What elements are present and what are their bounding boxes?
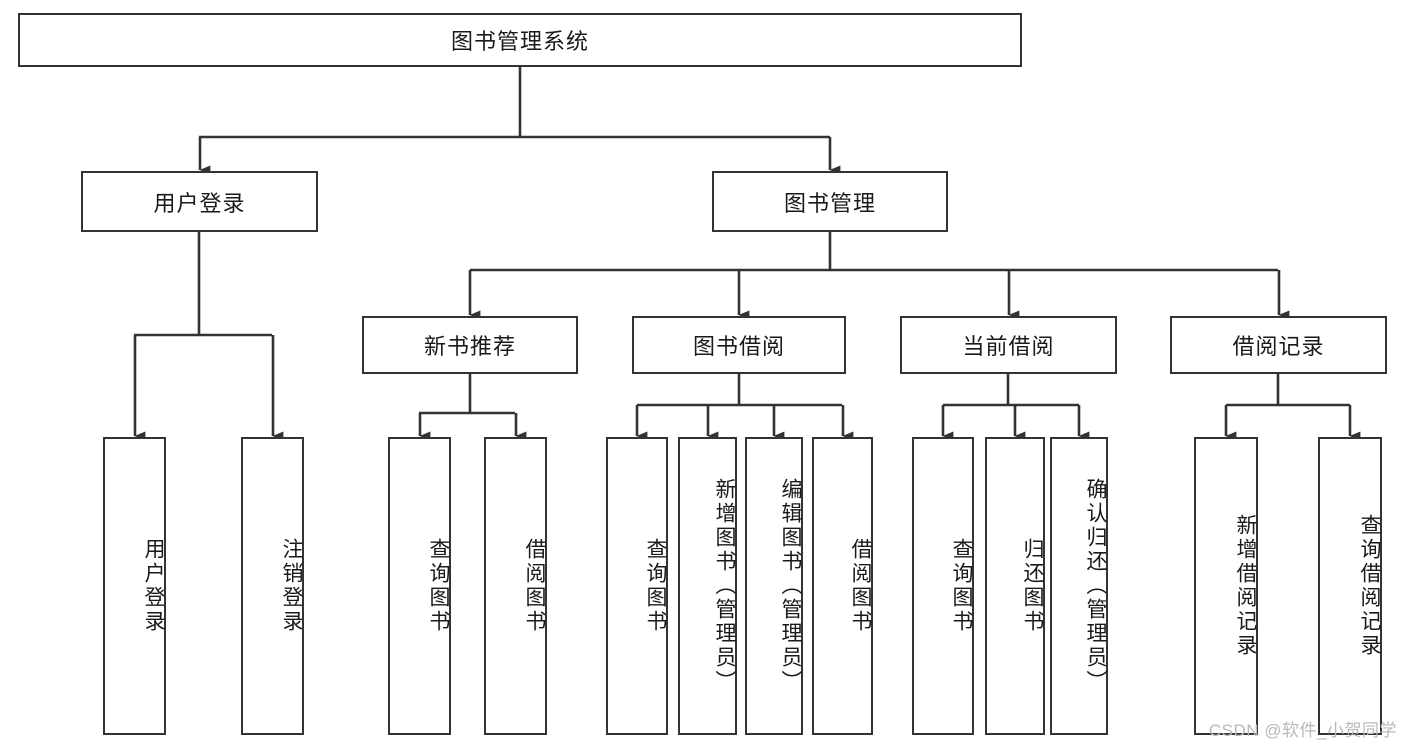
leaf-borrow-book-2-label: 借阅图书 (849, 538, 872, 634)
watermark: CSDN @软件_小贺同学 (1208, 721, 1397, 740)
leaf-borrow-book-1-label: 借阅图书 (523, 538, 546, 634)
leaf-query-borrow-record-label: 查询借阅记录 (1358, 514, 1381, 658)
node-borrow-record[interactable]: 借阅记录 (1170, 316, 1387, 374)
node-new-book-recommend-label: 新书推荐 (423, 334, 516, 359)
leaf-query-book-1[interactable]: 查询图书 (388, 437, 451, 735)
node-user-login[interactable]: 用户登录 (81, 171, 318, 232)
leaf-user-login-label: 用户登录 (142, 538, 165, 634)
leaf-add-borrow-record-label: 新增借阅记录 (1234, 514, 1257, 658)
node-current-borrow-label: 当前借阅 (962, 334, 1055, 359)
leaf-query-borrow-record[interactable]: 查询借阅记录 (1318, 437, 1382, 735)
node-book-management-label: 图书管理 (783, 190, 876, 216)
node-book-borrow-label: 图书借阅 (692, 334, 785, 359)
leaf-logout-label: 注销登录 (280, 538, 303, 634)
leaf-borrow-book-1[interactable]: 借阅图书 (484, 437, 547, 735)
leaf-add-borrow-record[interactable]: 新增借阅记录 (1194, 437, 1258, 735)
leaf-confirm-return-label: 确认归还（管理员） (1084, 478, 1107, 694)
leaf-add-book[interactable]: 新增图书（管理员） (678, 437, 737, 735)
node-root[interactable]: 图书管理系统 (18, 13, 1022, 67)
node-book-management[interactable]: 图书管理 (712, 171, 948, 232)
node-book-borrow[interactable]: 图书借阅 (632, 316, 846, 374)
leaf-query-book-2[interactable]: 查询图书 (606, 437, 668, 735)
node-new-book-recommend[interactable]: 新书推荐 (362, 316, 578, 374)
leaf-edit-book-label: 编辑图书（管理员） (779, 478, 802, 694)
node-current-borrow[interactable]: 当前借阅 (900, 316, 1117, 374)
leaf-borrow-book-2[interactable]: 借阅图书 (812, 437, 873, 735)
leaf-confirm-return[interactable]: 确认归还（管理员） (1050, 437, 1108, 735)
node-root-label: 图书管理系统 (450, 29, 589, 54)
node-borrow-record-label: 借阅记录 (1232, 334, 1325, 359)
node-user-login-label: 用户登录 (153, 190, 246, 216)
leaf-query-book-3[interactable]: 查询图书 (912, 437, 974, 735)
leaf-user-login[interactable]: 用户登录 (103, 437, 166, 735)
leaf-query-book-3-label: 查询图书 (950, 538, 973, 634)
leaf-return-book-label: 归还图书 (1021, 538, 1044, 634)
leaf-return-book[interactable]: 归还图书 (985, 437, 1045, 735)
leaf-query-book-1-label: 查询图书 (427, 538, 450, 634)
leaf-query-book-2-label: 查询图书 (644, 538, 667, 634)
leaf-logout[interactable]: 注销登录 (241, 437, 304, 735)
leaf-add-book-label: 新增图书（管理员） (713, 478, 736, 694)
leaf-edit-book[interactable]: 编辑图书（管理员） (745, 437, 803, 735)
